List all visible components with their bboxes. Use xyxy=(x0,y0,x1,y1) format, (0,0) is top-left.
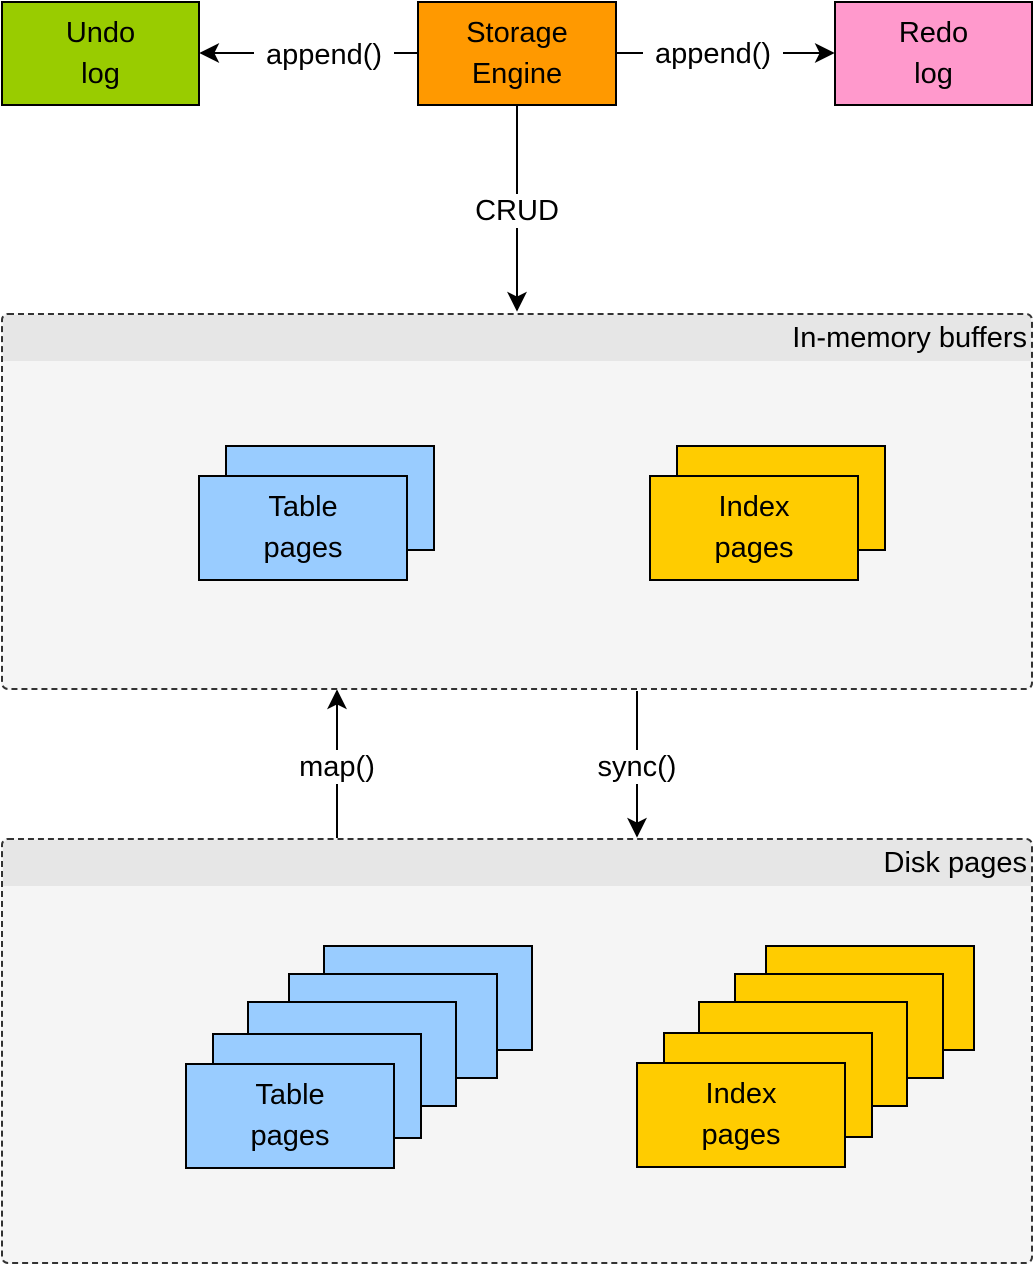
undo-log-line1: Undo xyxy=(65,16,136,49)
disk-index-pages-line2: pages xyxy=(701,1119,781,1151)
disk-table-pages: Table pages xyxy=(185,1063,395,1169)
storage-engine-line1: Storage xyxy=(466,16,568,49)
disk-index-pages: Index pages xyxy=(636,1062,846,1168)
memory-table-pages: Table pages xyxy=(198,475,408,581)
disk-pages-title: Disk pages xyxy=(883,847,1027,879)
redo-log-line1: Redo xyxy=(898,16,969,49)
undo-log-line2: log xyxy=(81,57,120,90)
map-label: map() xyxy=(287,750,387,784)
memory-table-pages-line2: pages xyxy=(263,532,343,564)
crud-label: CRUD xyxy=(462,194,572,228)
append-right-label: append() xyxy=(643,37,783,71)
redo-log-line2: log xyxy=(914,57,953,90)
memory-index-pages-line2: pages xyxy=(714,532,794,564)
append-left-label: append() xyxy=(254,38,394,72)
storage-engine-node: Storage Engine xyxy=(417,1,617,106)
storage-engine-line2: Engine xyxy=(471,57,563,90)
in-memory-buffers-container: In-memory buffers xyxy=(1,313,1033,690)
sync-label: sync() xyxy=(582,750,692,784)
memory-index-pages-line1: Index xyxy=(718,491,790,523)
memory-table-pages-line1: Table xyxy=(268,491,338,523)
in-memory-buffers-header xyxy=(3,315,1031,361)
disk-pages-header xyxy=(3,840,1031,886)
disk-table-pages-line1: Table xyxy=(255,1079,325,1111)
in-memory-buffers-title: In-memory buffers xyxy=(792,322,1027,354)
disk-table-pages-line2: pages xyxy=(250,1120,330,1152)
disk-index-pages-line1: Index xyxy=(705,1078,777,1110)
memory-index-pages: Index pages xyxy=(649,475,859,581)
redo-log-node: Redo log xyxy=(834,1,1033,106)
undo-log-node: Undo log xyxy=(1,1,200,106)
